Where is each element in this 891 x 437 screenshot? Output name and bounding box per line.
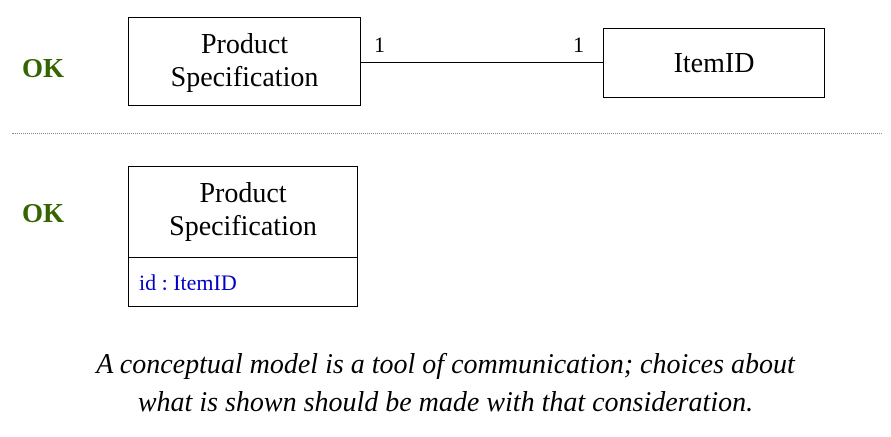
right-multiplicity: 1 — [573, 32, 584, 57]
ok-label-option-1: OK — [22, 53, 65, 83]
class-name: Product Specification — [129, 18, 360, 94]
class-name: Product Specification — [129, 167, 357, 257]
section-divider — [12, 133, 882, 134]
caption-line-2: what is shown should be made with that c… — [137, 387, 754, 418]
attribute-compartment: id : ItemID — [129, 257, 357, 306]
itemid-class-box: ItemID — [603, 28, 825, 98]
caption-line-1: A conceptual model is a tool of communic… — [96, 349, 795, 380]
ok-label-option-2: OK — [22, 198, 65, 228]
product-specification-class-box: Product Specification — [128, 17, 361, 106]
class-name-line-2: Specification — [169, 211, 317, 242]
product-specification-with-attribute-box: Product Specification id : ItemID — [128, 166, 358, 307]
association-line — [361, 62, 603, 63]
left-multiplicity: 1 — [374, 32, 385, 57]
class-name-line-1: Product — [199, 178, 287, 209]
class-name-itemid: ItemID — [673, 48, 755, 79]
attribute-id: id : ItemID — [139, 270, 237, 295]
class-name-line-2: Specification — [170, 62, 319, 93]
class-name-line-1: Product — [200, 29, 289, 60]
caption-note: A conceptual model is a tool of communic… — [0, 346, 891, 422]
